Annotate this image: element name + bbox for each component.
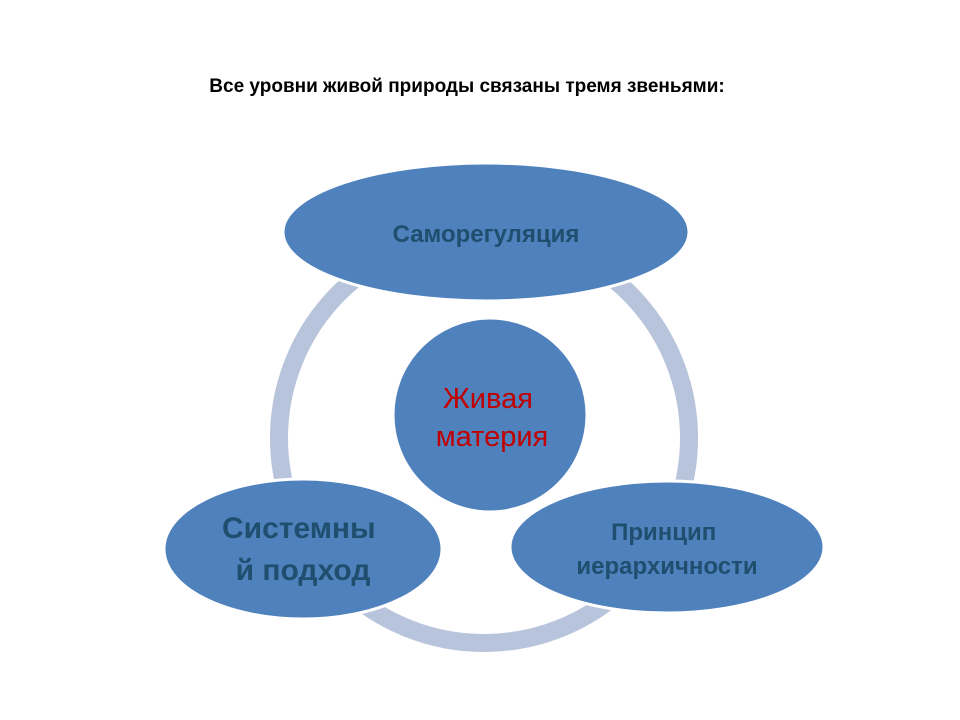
- center-label-line-1: Живая: [443, 383, 533, 415]
- node-bottom-right-line-2: иерархичности: [576, 553, 757, 580]
- node-bottom-left: Системны й подход: [162, 477, 444, 621]
- node-top: Саморегуляция: [281, 161, 691, 303]
- node-top-label: Саморегуляция: [393, 221, 580, 248]
- svg-text:Саморегуляция: Саморегуляция: [393, 221, 580, 248]
- svg-text:Живая материя: Живая материя: [436, 383, 549, 453]
- slide-title: Все уровни живой природы связаны тремя з…: [209, 76, 725, 97]
- svg-text:Системны й подход: Системны й подход: [222, 512, 384, 587]
- svg-text:Принцип иерархичности: Принцип иерархичности: [576, 519, 757, 580]
- node-bottom-left-line-2: й подход: [236, 554, 371, 587]
- node-bottom-left-line-1: Системны: [222, 512, 376, 545]
- center-node: Живая материя: [391, 316, 589, 514]
- center-label-line-2: материя: [436, 421, 549, 453]
- node-bottom-right: Принцип иерархичности: [508, 479, 826, 615]
- node-bottom-right-line-1: Принцип: [611, 519, 716, 546]
